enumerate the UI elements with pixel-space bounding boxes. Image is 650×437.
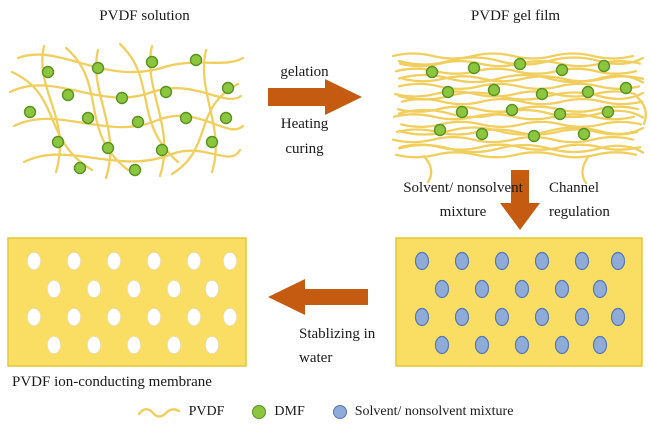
solvent-channel-dots bbox=[414, 251, 626, 355]
pvdf-solution-strands bbox=[8, 42, 245, 180]
gelation-arrow bbox=[268, 79, 362, 115]
mixture-dot-icon bbox=[332, 405, 347, 419]
heating-curing-label: Heating curing bbox=[262, 112, 347, 162]
solvent-mixture-line2: mixture bbox=[439, 204, 487, 220]
pvdf-line-icon bbox=[137, 408, 180, 418]
legend-label-mixture: Solvent/ nonsolvent mixture bbox=[354, 404, 514, 419]
legend: PVDF DMF Solvent/ nonsolvent mixture bbox=[0, 404, 650, 420]
heating-line: Heating bbox=[280, 116, 329, 132]
channel-regulation-arrow bbox=[500, 170, 540, 230]
legend-item-dmf: DMF bbox=[252, 404, 305, 420]
dmf-dots-solution bbox=[23, 53, 235, 177]
gelation-label: gelation bbox=[280, 64, 329, 80]
channel-line2: regulation bbox=[549, 204, 610, 220]
channel-line1: Channel bbox=[549, 180, 599, 196]
dmf-dots-gel bbox=[425, 57, 633, 143]
channel-regulation-label: Channel regulation bbox=[549, 176, 649, 224]
legend-label-pvdf: PVDF bbox=[188, 404, 225, 419]
stabilizing-line2: water bbox=[299, 350, 333, 366]
legend-item-pvdf: PVDF bbox=[137, 404, 225, 420]
membrane-label: PVDF ion-conducting membrane bbox=[12, 374, 212, 390]
water-channel-dots bbox=[27, 252, 237, 354]
legend-label-dmf: DMF bbox=[274, 404, 305, 419]
pvdf-gel-film-label: PVDF gel film bbox=[470, 8, 561, 24]
pvdf-gel-strands bbox=[391, 52, 647, 185]
dmf-dot-icon bbox=[252, 405, 267, 419]
solvent-mixture-line1: Solvent/ nonsolvent bbox=[403, 180, 523, 196]
pvdf-solution-label: PVDF solution bbox=[99, 8, 190, 24]
solvent-mixture-label: Solvent/ nonsolvent mixture bbox=[392, 176, 534, 224]
legend-item-mixture: Solvent/ nonsolvent mixture bbox=[332, 404, 514, 420]
stabilizing-line1: Stablizing in bbox=[299, 326, 376, 342]
curing-line: curing bbox=[285, 141, 324, 157]
stabilizing-label: Stablizing in water bbox=[299, 322, 375, 370]
stabilizing-arrow bbox=[268, 279, 368, 315]
